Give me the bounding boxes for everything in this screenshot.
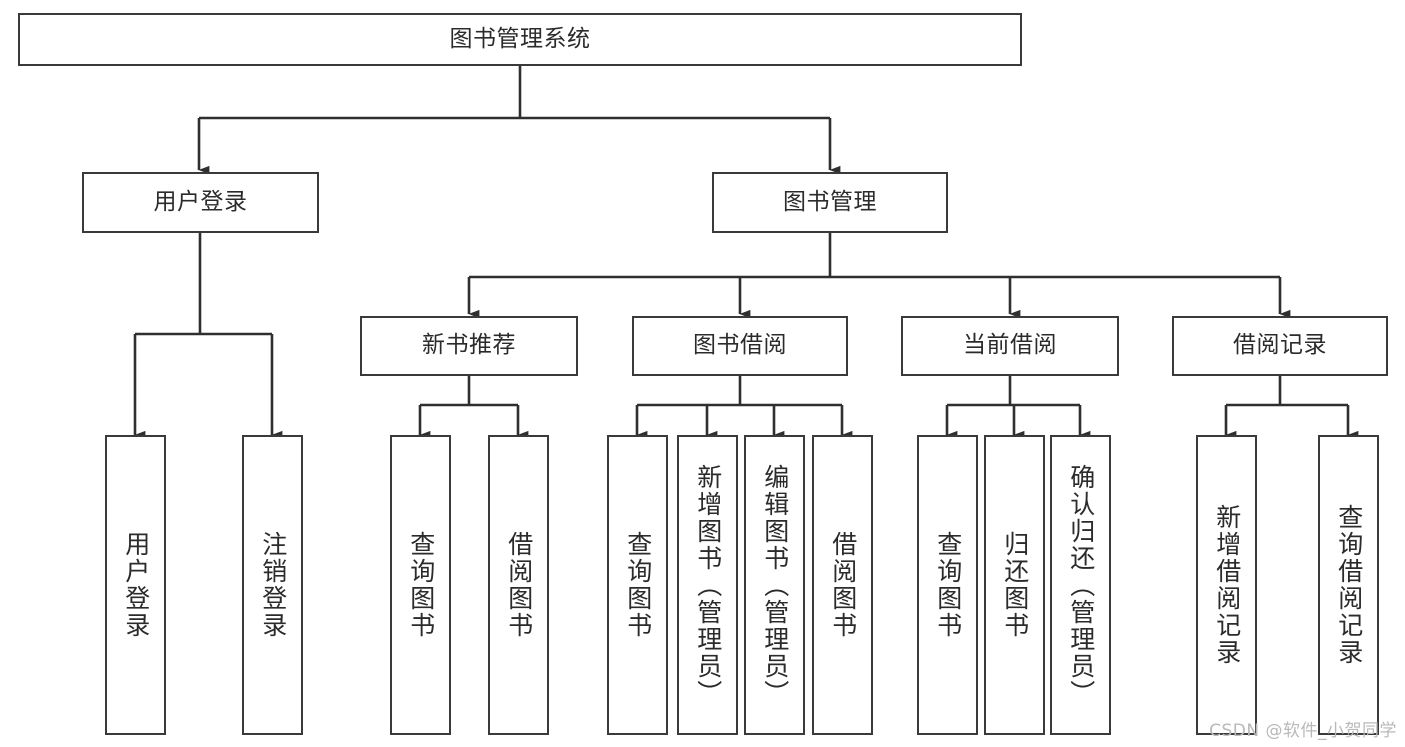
- node-label: 借阅图书: [504, 531, 534, 639]
- node-label: 当前借阅: [963, 332, 1057, 359]
- node-label: 确认归还（管理员）: [1066, 463, 1096, 707]
- node-label: 归还图书: [1000, 531, 1030, 639]
- node-leaf-return-book[interactable]: 归还图书: [984, 435, 1045, 735]
- node-book-borrow[interactable]: 图书借阅: [632, 316, 848, 376]
- node-label: 用户登录: [153, 188, 248, 215]
- node-label: 新增图书（管理员）: [693, 463, 723, 707]
- node-leaf-logout[interactable]: 注销登录: [242, 435, 303, 735]
- node-leaf-add-book[interactable]: 新增图书（管理员）: [677, 435, 738, 735]
- node-leaf-borrow-book-2[interactable]: 借阅图书: [812, 435, 873, 735]
- node-label: 图书管理系统: [449, 25, 591, 52]
- node-label: 注销登录: [258, 531, 288, 639]
- node-label: 用户登录: [121, 531, 151, 639]
- node-label: 借阅图书: [828, 531, 858, 639]
- node-leaf-query-record[interactable]: 查询借阅记录: [1318, 435, 1379, 735]
- node-label: 查询借阅记录: [1334, 504, 1364, 666]
- node-label: 图书借阅: [693, 332, 787, 359]
- node-leaf-add-record[interactable]: 新增借阅记录: [1196, 435, 1257, 735]
- node-label: 借阅记录: [1233, 332, 1327, 359]
- node-leaf-user-login[interactable]: 用户登录: [105, 435, 166, 735]
- node-leaf-edit-book[interactable]: 编辑图书（管理员）: [744, 435, 805, 735]
- node-label: 查询图书: [623, 531, 653, 639]
- node-leaf-query-book-1[interactable]: 查询图书: [390, 435, 451, 735]
- node-leaf-confirm-return[interactable]: 确认归还（管理员）: [1050, 435, 1111, 735]
- node-label: 新书推荐: [422, 332, 516, 359]
- node-current-borrow[interactable]: 当前借阅: [901, 316, 1119, 376]
- node-user-login[interactable]: 用户登录: [82, 172, 319, 233]
- node-leaf-query-book-3[interactable]: 查询图书: [917, 435, 978, 735]
- node-label: 新增借阅记录: [1212, 504, 1242, 666]
- node-borrow-record[interactable]: 借阅记录: [1172, 316, 1388, 376]
- node-book-manage[interactable]: 图书管理: [712, 172, 948, 233]
- csdn-watermark: CSDN @软件_小贺同学: [1209, 721, 1397, 741]
- node-leaf-query-book-2[interactable]: 查询图书: [607, 435, 668, 735]
- node-leaf-borrow-book-1[interactable]: 借阅图书: [488, 435, 549, 735]
- node-label: 查询图书: [406, 531, 436, 639]
- node-label: 查询图书: [933, 531, 963, 639]
- node-new-book-recommend[interactable]: 新书推荐: [360, 316, 578, 376]
- node-label: 编辑图书（管理员）: [760, 463, 790, 707]
- node-book-management-system[interactable]: 图书管理系统: [18, 13, 1022, 66]
- node-label: 图书管理: [783, 188, 877, 215]
